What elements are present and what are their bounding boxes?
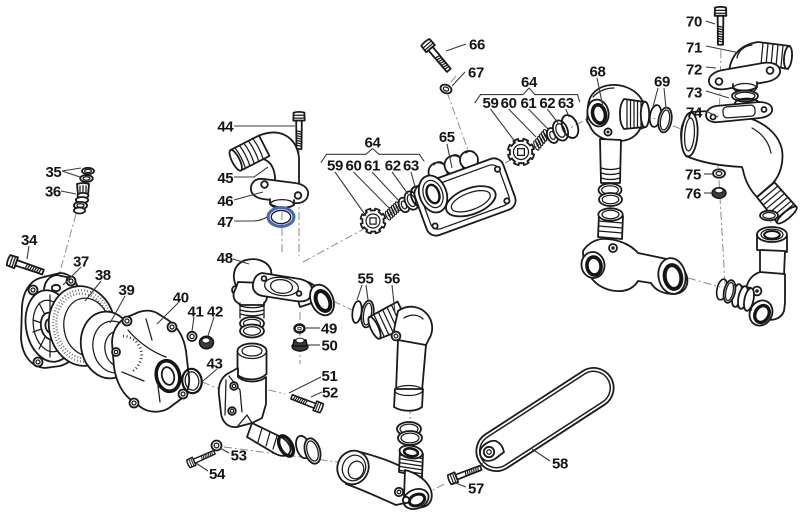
svg-text:41: 41: [188, 304, 204, 321]
svg-text:52: 52: [322, 385, 338, 402]
svg-text:62: 62: [539, 95, 555, 112]
svg-text:35: 35: [45, 164, 61, 181]
svg-text:62: 62: [385, 158, 401, 175]
svg-text:38: 38: [95, 267, 111, 284]
svg-text:39: 39: [119, 282, 135, 299]
svg-text:49: 49: [321, 321, 337, 338]
svg-text:56: 56: [384, 271, 400, 288]
svg-text:55: 55: [358, 271, 374, 288]
svg-text:75: 75: [685, 167, 701, 184]
svg-text:73: 73: [686, 85, 702, 102]
svg-text:36: 36: [45, 184, 61, 201]
svg-text:45: 45: [217, 170, 233, 187]
svg-text:74: 74: [686, 105, 703, 122]
svg-text:72: 72: [686, 62, 702, 79]
svg-text:65: 65: [439, 129, 455, 146]
svg-text:67: 67: [468, 65, 484, 82]
svg-text:60: 60: [501, 95, 517, 112]
svg-text:50: 50: [322, 338, 338, 355]
svg-text:47: 47: [217, 214, 233, 231]
svg-text:64: 64: [521, 74, 538, 91]
svg-text:59: 59: [327, 158, 343, 175]
svg-text:51: 51: [322, 368, 338, 385]
svg-text:37: 37: [73, 254, 89, 271]
svg-text:69: 69: [654, 74, 670, 91]
svg-text:59: 59: [483, 95, 499, 112]
svg-text:46: 46: [217, 193, 233, 210]
svg-text:66: 66: [469, 37, 485, 54]
svg-text:34: 34: [21, 232, 38, 249]
svg-text:63: 63: [558, 95, 574, 112]
svg-text:63: 63: [403, 158, 419, 175]
svg-text:43: 43: [207, 356, 223, 373]
svg-text:40: 40: [173, 290, 189, 307]
svg-text:60: 60: [346, 158, 362, 175]
svg-text:70: 70: [686, 14, 702, 31]
svg-text:42: 42: [207, 304, 223, 321]
svg-text:53: 53: [231, 448, 247, 465]
svg-text:64: 64: [365, 135, 382, 152]
svg-text:54: 54: [209, 466, 226, 483]
svg-text:44: 44: [217, 119, 234, 136]
svg-text:76: 76: [685, 186, 701, 203]
svg-text:61: 61: [364, 158, 380, 175]
svg-text:48: 48: [217, 250, 233, 267]
svg-text:61: 61: [520, 95, 536, 112]
svg-text:71: 71: [686, 40, 702, 57]
svg-text:68: 68: [590, 64, 606, 81]
svg-text:57: 57: [468, 481, 484, 498]
svg-text:58: 58: [552, 456, 568, 473]
